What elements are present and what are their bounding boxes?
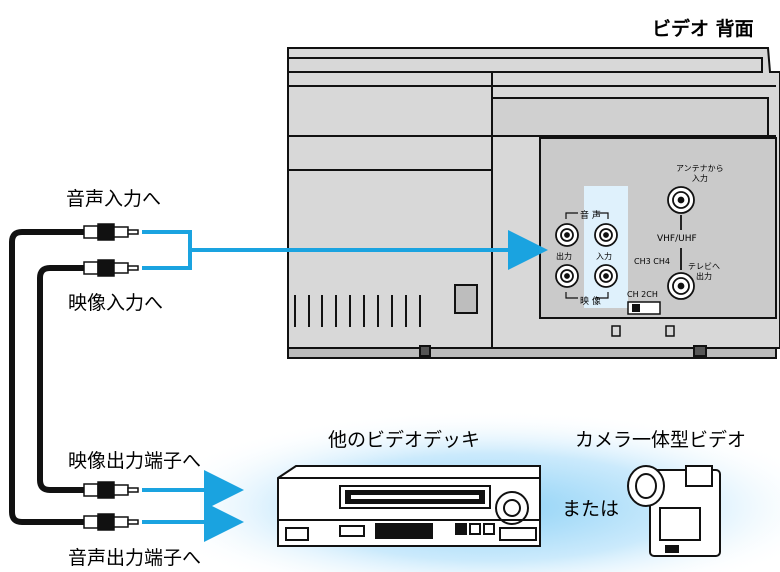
cable-loops [9, 229, 87, 525]
video-bracket-label: 映 像 [580, 297, 601, 307]
video-input-label: 映像入力へ [68, 292, 164, 314]
output-label: 出力 [556, 252, 572, 261]
deck-icon [277, 465, 541, 547]
deck-label: 他のビデオデッキ [328, 429, 481, 451]
camcorder-label: カメラ一体型ビデオ [575, 429, 747, 451]
vent-slots [294, 284, 478, 327]
audio-output-label: 音声出力端子へ [68, 547, 202, 569]
audio-bracket-label: 音 声 [580, 211, 601, 221]
jack-brackets [565, 212, 609, 299]
ch-select-label: CH3 CH4 [634, 257, 670, 266]
rf-connectors [667, 186, 695, 300]
or-label: または [562, 498, 620, 520]
audio-input-label: 音声入力へ [66, 188, 162, 210]
signal-lines [142, 230, 548, 542]
antenna-input-label: アンテナから 入力 [676, 164, 724, 183]
input-column-highlight [584, 186, 628, 308]
tv-output-label: テレビへ 出力 [688, 262, 720, 281]
page-title: ビデオ 背面 [652, 18, 754, 40]
av-jacks [555, 223, 618, 288]
camcorder-icon [627, 465, 721, 557]
input-label: 入力 [596, 252, 612, 261]
ch-switch-label: CH 2CH [627, 290, 658, 299]
rca-plugs [83, 223, 139, 531]
video-output-label: 映像出力端子へ [68, 450, 202, 472]
vhf-uhf-label: VHF/UHF [657, 234, 697, 244]
vcr-rear-body [287, 47, 780, 359]
